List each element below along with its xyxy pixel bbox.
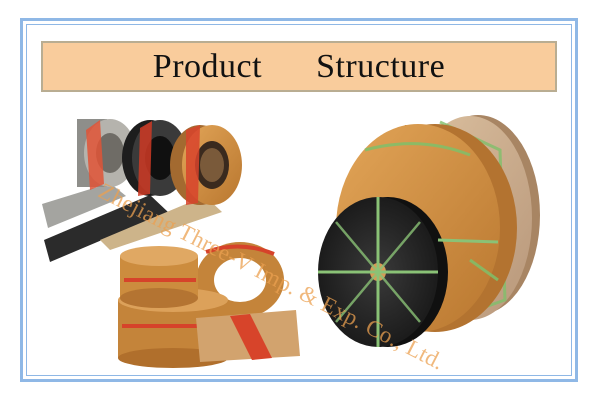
- large-rolls-group: [318, 115, 540, 347]
- product-photo: [42, 115, 540, 368]
- orange-roll-front: [120, 246, 198, 308]
- page-title: Product Structure: [152, 47, 446, 85]
- outer-frame: [20, 18, 578, 382]
- small-rolls-group: [42, 119, 242, 262]
- tan-tape-strip: [100, 196, 222, 250]
- gray-tape-strip: [42, 183, 126, 228]
- inner-frame: [26, 24, 572, 376]
- title-banner: Product Structure: [41, 41, 557, 92]
- orange-small-roll: [170, 125, 242, 205]
- tape-sample-card: [196, 310, 300, 362]
- gray-roll: [77, 119, 136, 190]
- black-tape-strip: [44, 195, 168, 262]
- orange-rolls-group: [118, 242, 300, 368]
- large-black-roll: [318, 197, 499, 347]
